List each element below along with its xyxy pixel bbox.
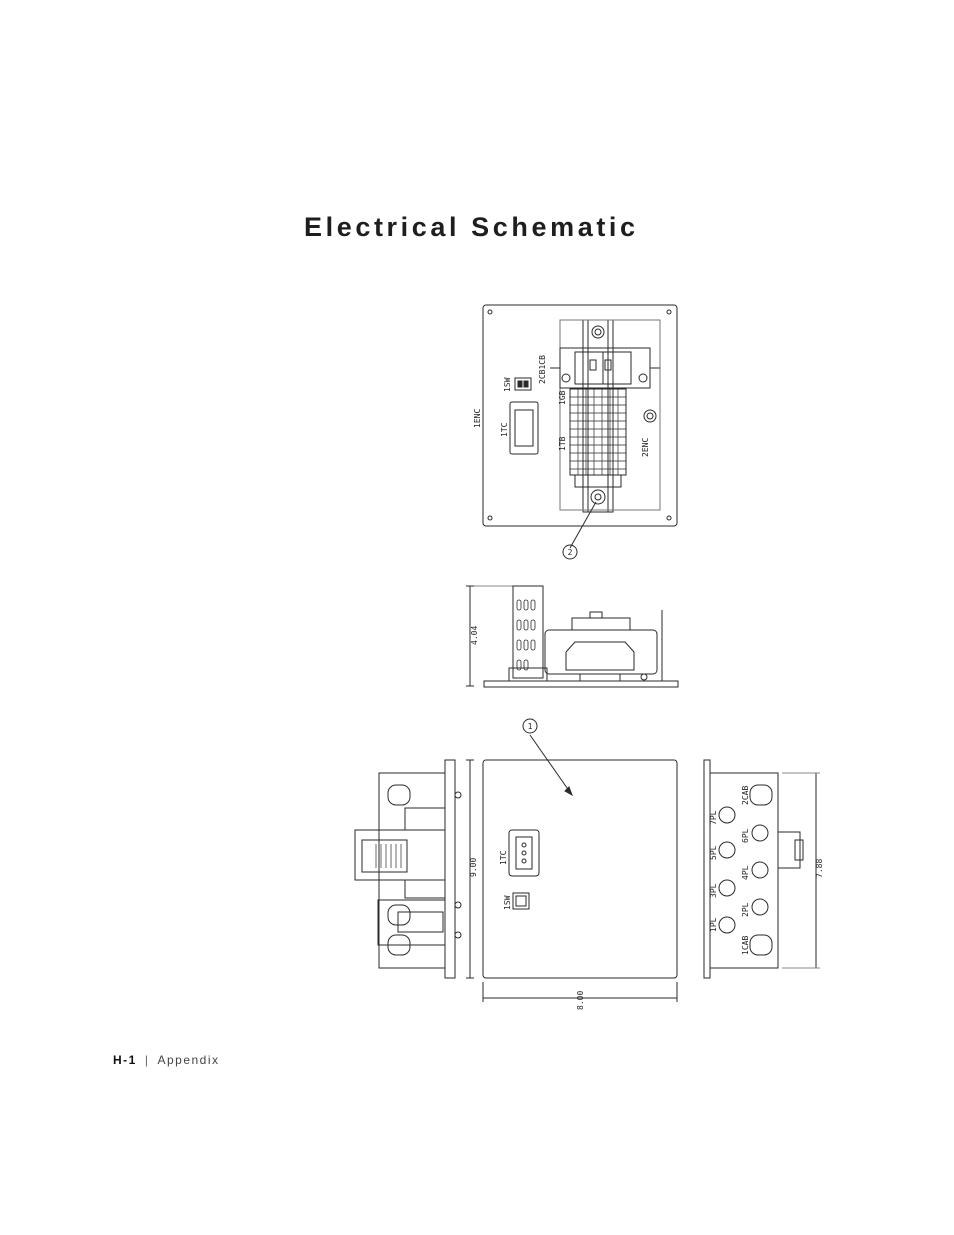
- balloon-1: [522, 718, 538, 734]
- label-2cb1cb: 2CB1CB: [538, 355, 547, 384]
- label-2pl: 2PL: [741, 902, 750, 917]
- connector-5pl: [718, 841, 736, 859]
- thermostat-1tc: [509, 401, 539, 455]
- switch-1sw: [514, 377, 532, 391]
- page-footer: H-1 | Appendix: [113, 1053, 220, 1067]
- connector-3pl: [718, 879, 736, 897]
- label-1pl: 1PL: [709, 917, 718, 932]
- dim-8-00: 8.00: [576, 991, 585, 1010]
- mount-hole: [487, 309, 493, 315]
- dim-7-88: 7.88: [815, 859, 824, 878]
- connector-2pl: [751, 898, 769, 916]
- footer-separator: |: [144, 1053, 150, 1067]
- dim-4-04: 4.04: [470, 626, 479, 645]
- plug-body: [777, 831, 801, 869]
- breaker-side: [377, 899, 446, 946]
- label-1tc: 1TC: [500, 422, 509, 437]
- thermostat-1tc-front: [508, 829, 540, 877]
- label-1gb: 1GB: [558, 390, 567, 405]
- label-6pl: 6PL: [741, 828, 750, 843]
- left-view: [354, 759, 462, 979]
- connector-7pl: [718, 806, 736, 824]
- page-title: Electrical Schematic: [304, 212, 639, 242]
- label-1cab: 1CAB: [741, 936, 750, 955]
- ground-stud: [643, 409, 657, 423]
- breaker-assembly: [544, 629, 658, 675]
- side-panel-right: [709, 772, 779, 969]
- label-1sw-front: 1SW: [503, 895, 512, 910]
- mount-hole: [666, 309, 672, 315]
- thermostat-body: [512, 585, 544, 679]
- page-number: H-1: [113, 1053, 137, 1067]
- label-2cab: 2CAB: [741, 786, 750, 805]
- enclosure-front: [482, 759, 678, 979]
- label-1tb: 1TB: [558, 436, 567, 451]
- base-plate: [483, 680, 679, 688]
- label-5pl: 5PL: [709, 845, 718, 860]
- terminal-block: [569, 388, 627, 476]
- balloon-1-text: 1: [528, 722, 533, 731]
- rail-screw: [591, 325, 605, 339]
- thermostat-side: [354, 829, 446, 881]
- label-1tc-front: 1TC: [499, 850, 508, 865]
- section-name: Appendix: [157, 1053, 220, 1067]
- connector-1pl: [718, 916, 736, 934]
- label-1sw: 1SW: [503, 377, 512, 392]
- connector-4pl: [751, 861, 769, 879]
- mount-hole: [487, 515, 493, 521]
- label-1enc: 1ENC: [473, 409, 482, 428]
- label-3pl: 3PL: [709, 883, 718, 898]
- switch-1sw-front: [512, 892, 530, 910]
- enclosure-outline: [482, 304, 678, 527]
- balloon-2: [562, 544, 578, 560]
- mount-hole: [666, 515, 672, 521]
- dim-9-00: 9.00: [469, 858, 478, 877]
- label-2enc: 2ENC: [641, 438, 650, 457]
- connector-6pl: [751, 824, 769, 842]
- right-view: [703, 759, 820, 979]
- front-view: [466, 718, 678, 1002]
- label-7pl: 7PL: [709, 810, 718, 825]
- side-view: [466, 585, 679, 688]
- rail-screw: [590, 489, 606, 505]
- top-view: [482, 304, 678, 560]
- balloon-2-text: 2: [568, 548, 573, 557]
- label-4pl: 4PL: [741, 865, 750, 880]
